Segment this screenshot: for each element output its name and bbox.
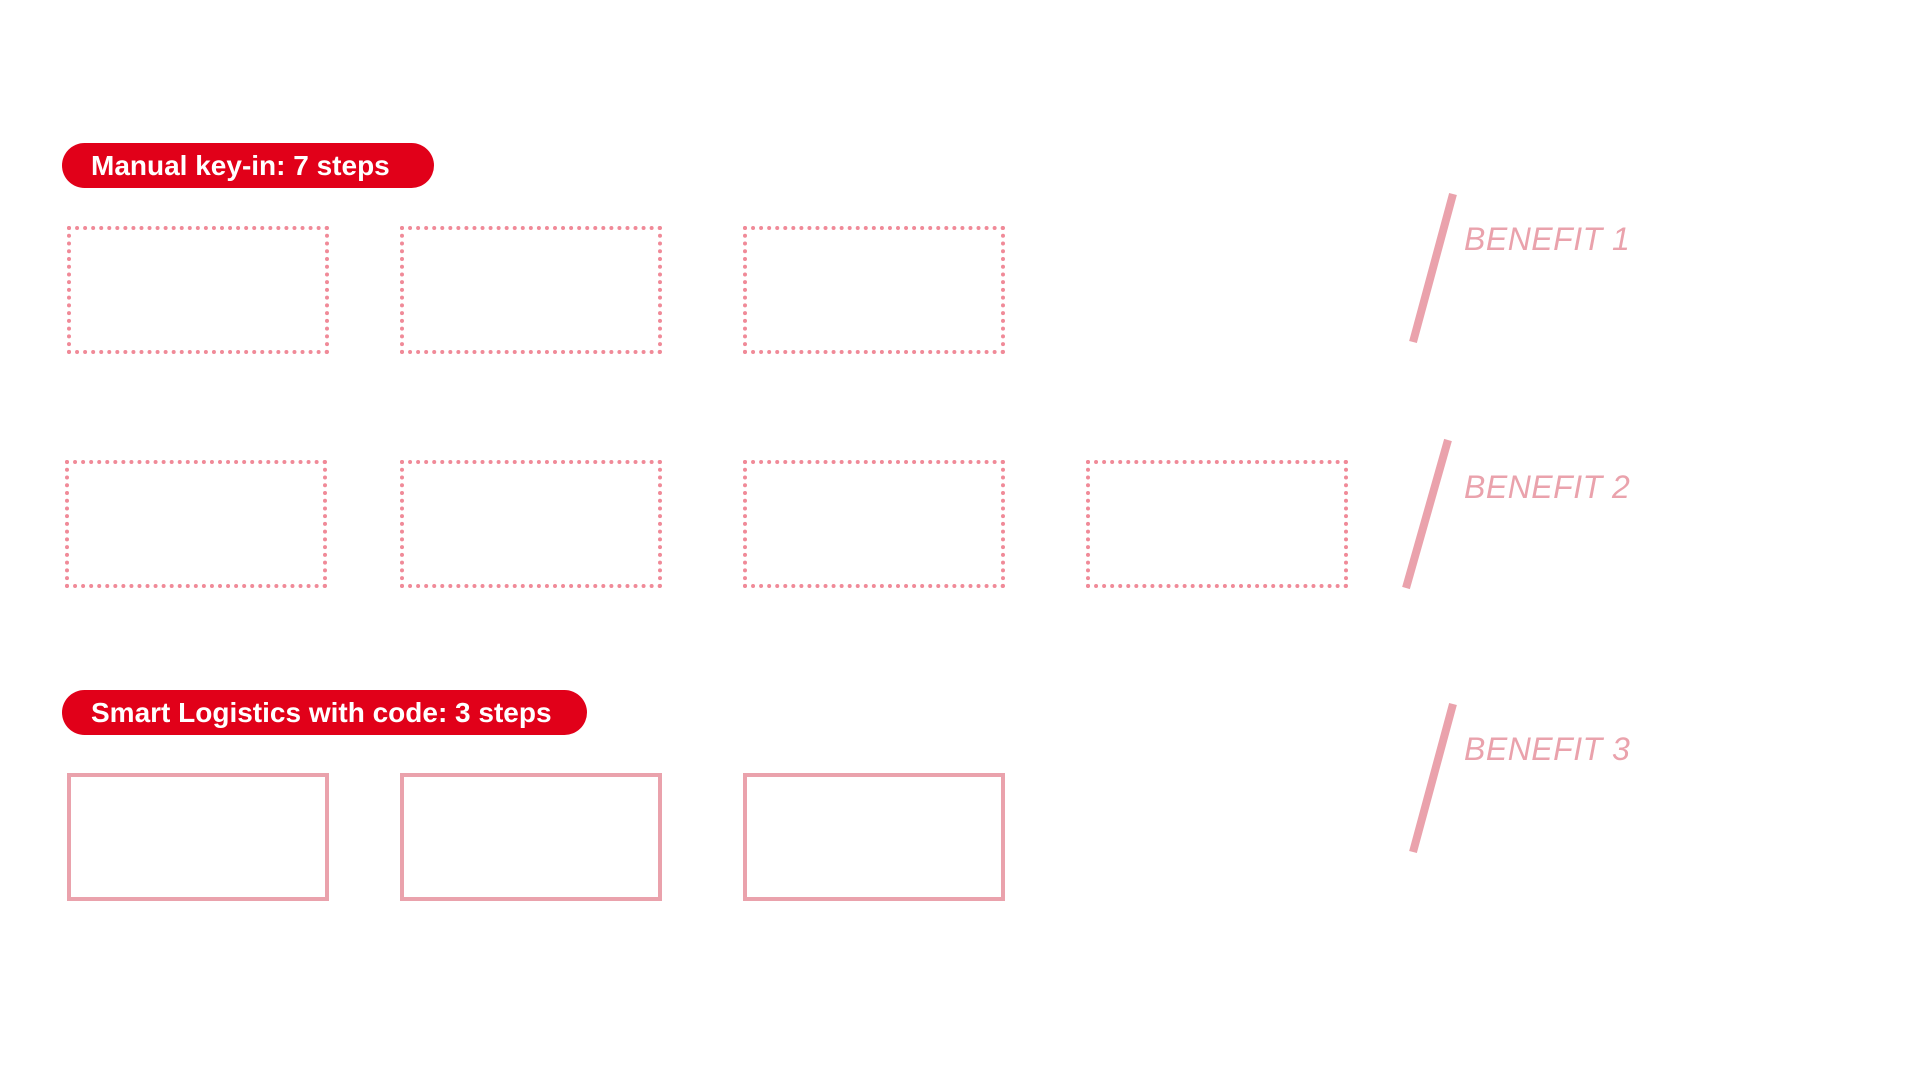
manual-step-7 xyxy=(1086,460,1348,588)
manual-step-6 xyxy=(743,460,1005,588)
manual-keyin-header: Manual key-in: 7 steps xyxy=(62,143,434,188)
smart-logistics-header: Smart Logistics with code: 3 steps xyxy=(62,690,587,735)
manual-step-3 xyxy=(743,226,1005,354)
manual-step-1 xyxy=(67,226,329,354)
benefit-3-slash xyxy=(1409,702,1457,854)
benefit-1-slash xyxy=(1409,192,1457,344)
manual-step-4 xyxy=(65,460,327,588)
smart-step-3 xyxy=(743,773,1005,901)
manual-step-2 xyxy=(400,226,662,354)
benefit-2-label: BENEFIT 2 xyxy=(1464,469,1631,505)
smart-step-2 xyxy=(400,773,662,901)
benefit-2-slash-line xyxy=(1402,438,1452,590)
benefit-3-slash-line xyxy=(1409,702,1457,854)
manual-step-5 xyxy=(400,460,662,588)
benefit-2-slash xyxy=(1402,438,1452,590)
smart-step-1 xyxy=(67,773,329,901)
benefit-1-label: BENEFIT 1 xyxy=(1464,221,1631,257)
benefit-3-label: BENEFIT 3 xyxy=(1464,731,1631,767)
benefit-1-slash-line xyxy=(1409,192,1457,344)
